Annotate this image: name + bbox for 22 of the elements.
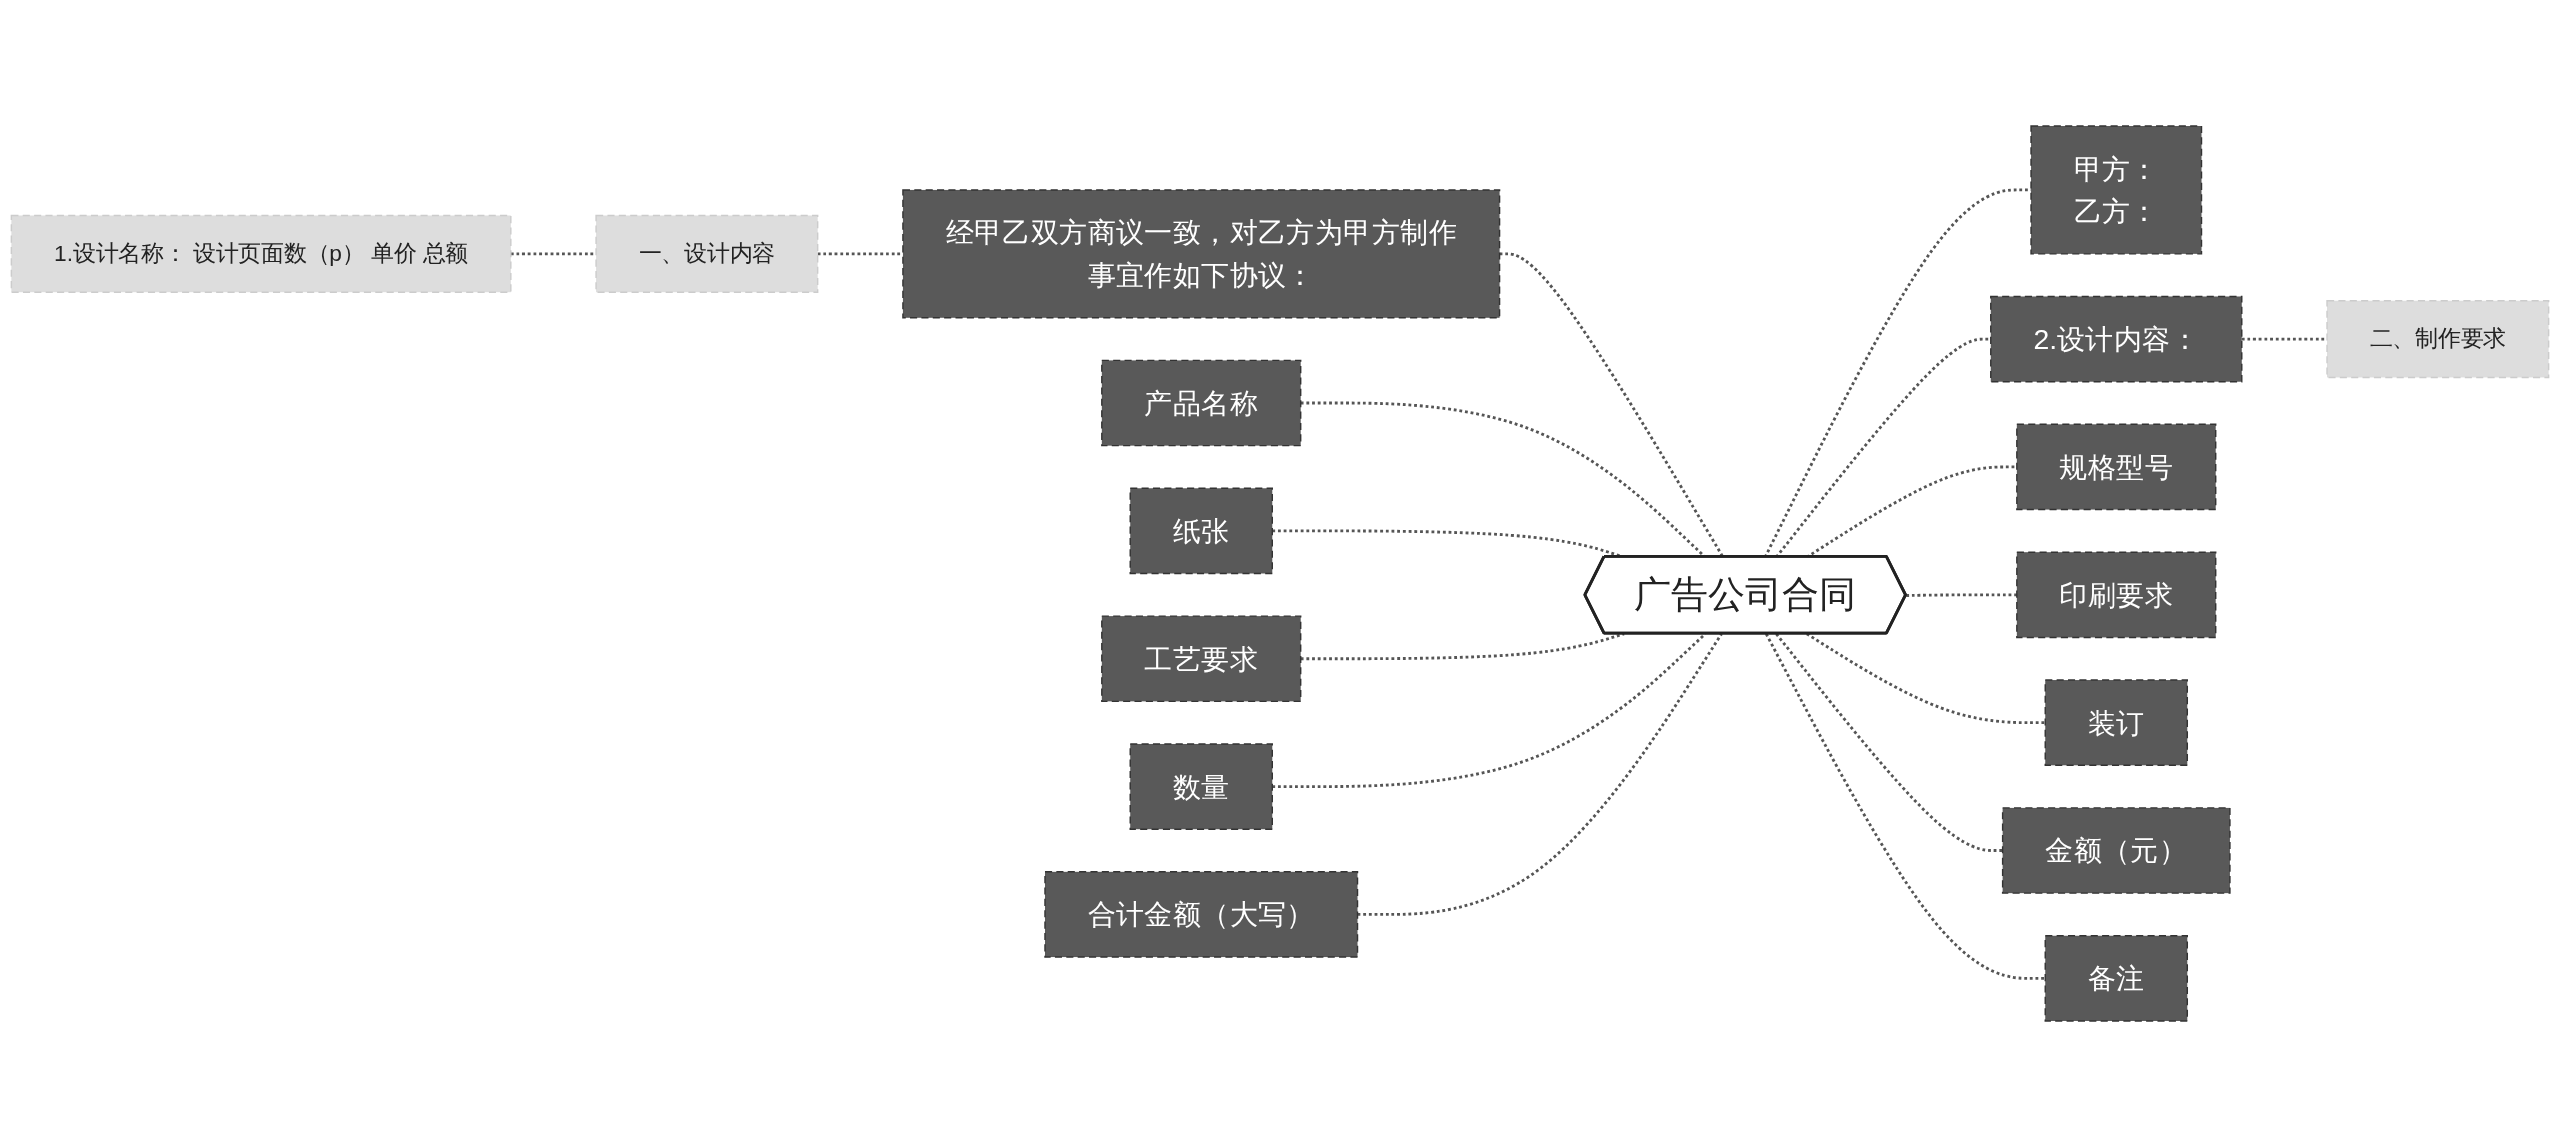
node-box: 纸张 (1129, 487, 1273, 575)
node-box: 印刷要求 (2016, 551, 2217, 639)
connector (2241, 337, 2327, 341)
node-box: 工艺要求 (1101, 615, 1302, 703)
node-box: 一、设计内容 (595, 214, 819, 293)
node-box: 规格型号 (2016, 423, 2217, 511)
node-box: 数量 (1129, 743, 1273, 830)
node-box: 二、制作要求 (2326, 300, 2550, 379)
connector (1357, 633, 1723, 916)
node-box: 装订 (2044, 679, 2188, 766)
connector (1775, 633, 2003, 852)
node-box: 备注 (2044, 935, 2188, 1022)
connector (1764, 633, 2046, 980)
node-box: 1.设计名称： 设计页面数（p） 单价 总额 (10, 214, 512, 293)
connector (817, 252, 903, 256)
node-box: 经甲乙双方商议一致，对乙方为甲方制作事宜作如下协议： (902, 189, 1501, 319)
node-box: 产品名称 (1101, 359, 1302, 447)
node-box: 金额（元） (2001, 807, 2231, 894)
node-box: 甲方： 乙方： (2030, 125, 2203, 255)
node-box: 2.设计内容： (1990, 295, 2243, 383)
connector (1906, 593, 2017, 597)
node-box: 合计金额（大写） (1044, 871, 1359, 958)
